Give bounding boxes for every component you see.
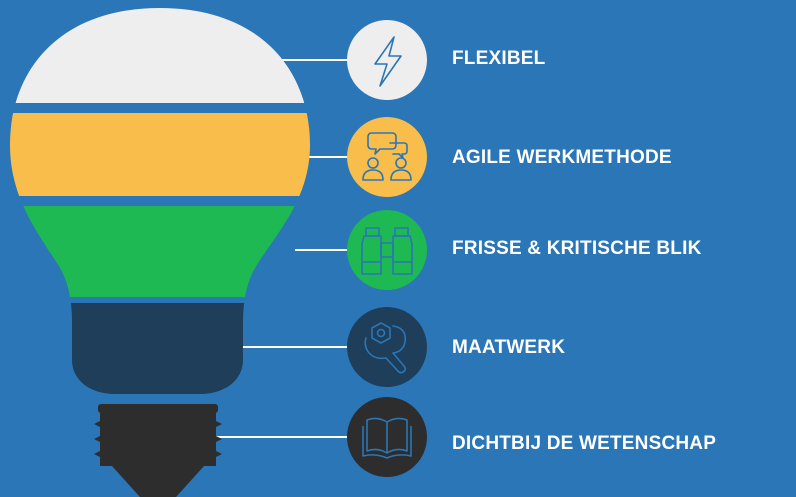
wrench-nut-icon (364, 322, 407, 374)
feature-label-maatwerk: MAATWERK (452, 337, 566, 358)
bulb-base (94, 404, 222, 497)
open-book-icon (362, 417, 412, 459)
feature-label-frisse-kritische-blik: FRISSE & KRITISCHE BLIK (452, 238, 702, 259)
bulb-band-yellow (10, 113, 310, 196)
lightning-bolt-icon (374, 36, 402, 87)
feature-label-agile-werkmethode: AGILE WERKMETHODE (452, 147, 672, 168)
icon-circle-frisse (347, 210, 427, 290)
feature-label-dichtbij-de-wetenschap: DICHTBIJ DE WETENSCHAP (452, 433, 717, 454)
icon-circle-flexibel (347, 20, 427, 100)
binoculars-icon (361, 227, 413, 275)
bulb-body (10, 8, 310, 394)
bulb-band-navy (10, 303, 310, 394)
people-chat-icon (362, 132, 412, 181)
feature-label-flexibel: FLEXIBEL (452, 48, 546, 69)
icon-circle-maatwerk (347, 307, 427, 387)
icon-circle-agile (347, 117, 427, 197)
bulb-band-top (10, 8, 310, 103)
bulb-band-green (10, 206, 310, 297)
icon-circle-wetenschap (347, 397, 427, 477)
